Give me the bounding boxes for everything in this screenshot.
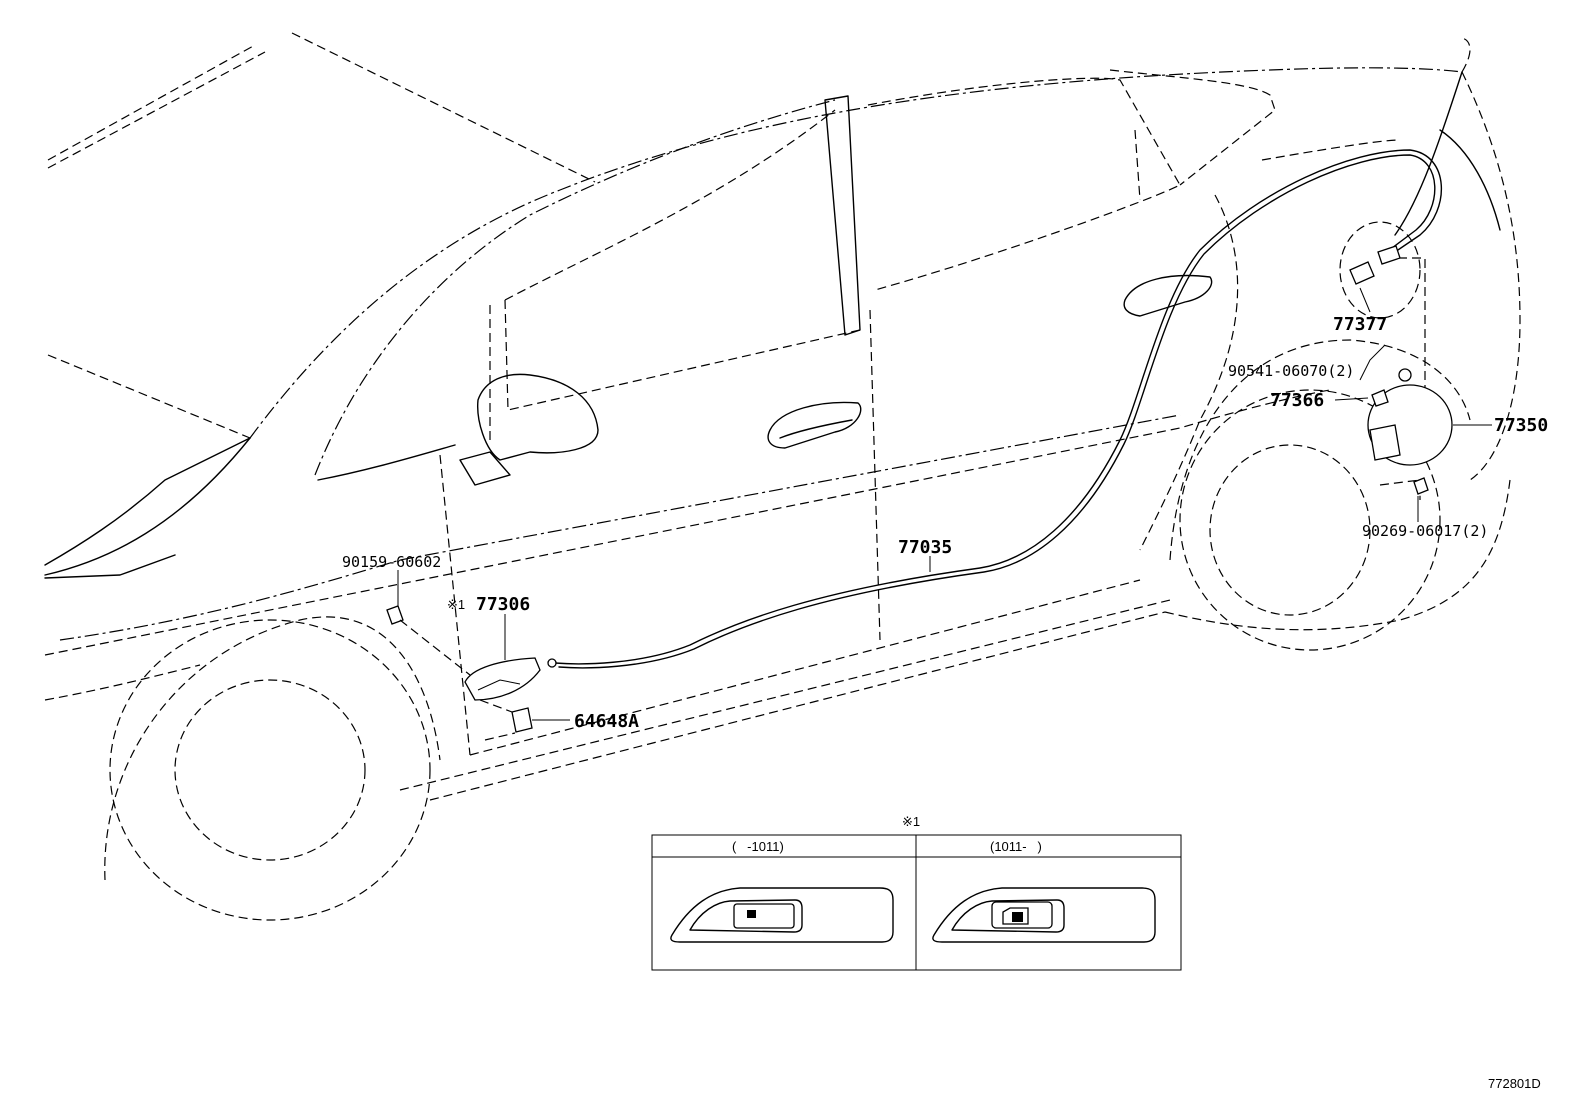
fuel-lid-opener-lever: [464, 657, 541, 701]
fuel-door-area: [1339, 221, 1453, 500]
spring-77366: [1371, 389, 1389, 407]
leader-lines: [397, 287, 1492, 721]
body-outline: [44, 37, 1521, 801]
screw-90269: [1413, 477, 1429, 495]
side-mirror: [459, 373, 599, 486]
variant-inset: ※1 ( -1011) (1011- ): [651, 814, 1182, 971]
label-90269-06017: 90269-06017(2): [1362, 522, 1488, 540]
opener-old-style: [670, 887, 894, 943]
clip-90159: [386, 605, 404, 625]
label-77366: 77366: [1270, 390, 1324, 411]
doors: [439, 194, 1239, 756]
cushion-90541: [1398, 368, 1412, 382]
label-77306-mark: ※1: [447, 597, 465, 612]
inset-right-range: (1011- ): [990, 839, 1042, 854]
fuel-lid-cable: [547, 149, 1442, 669]
label-77377: 77377: [1333, 314, 1387, 335]
windows: [314, 69, 1401, 481]
inset-mark: ※1: [902, 814, 920, 829]
small-parts: [386, 368, 1429, 741]
label-64648a: 64648A: [574, 711, 639, 732]
fuel-icon-old: [747, 910, 756, 918]
label-77350: 77350: [1494, 415, 1548, 436]
inset-left-range: ( -1011): [732, 839, 784, 854]
hood-and-windshield: [44, 32, 596, 579]
bracket-64648a: [511, 707, 533, 733]
fuel-icon-new: [1012, 912, 1023, 922]
label-77306: 77306: [476, 594, 530, 615]
drawing-id: 772801D: [1488, 1076, 1541, 1091]
label-77035: 77035: [898, 537, 952, 558]
label-90159-60602: 90159-60602: [342, 553, 441, 571]
fuel-lid-hinge: [1369, 424, 1401, 461]
opener-new-style: [932, 887, 1156, 943]
label-90541-06070: 90541-06070(2): [1228, 362, 1354, 380]
wheels: [104, 339, 1471, 921]
